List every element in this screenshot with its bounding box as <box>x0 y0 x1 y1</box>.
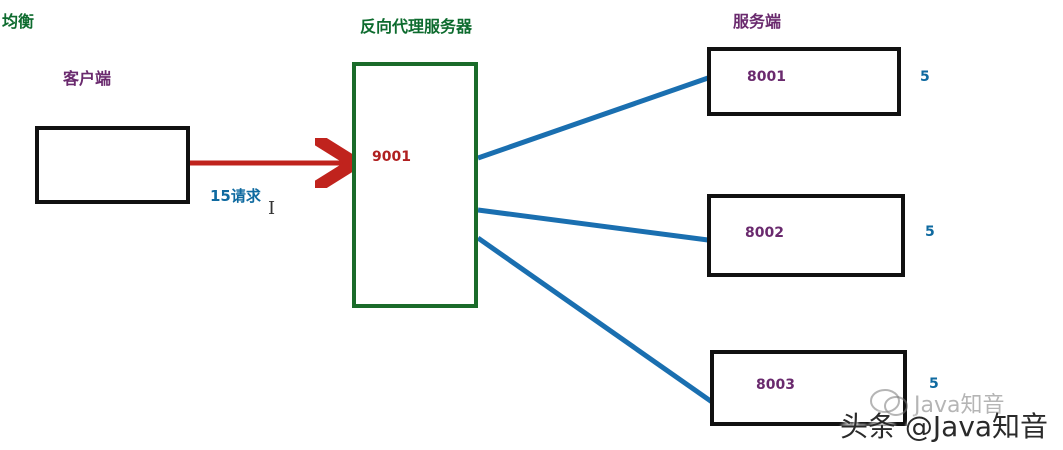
link-to-server-3 <box>476 235 714 405</box>
server-box-1 <box>707 47 901 116</box>
client-label: 客户端 <box>63 69 112 88</box>
watermark-big: 头条 @Java知音 <box>840 410 1049 443</box>
balance-label: 均衡 <box>2 12 35 31</box>
proxy-label: 反向代理服务器 <box>360 17 473 36</box>
server-3-port-label: 8003 <box>756 377 795 393</box>
wechat-icon <box>870 389 908 416</box>
text-cursor-icon: Ⅰ <box>268 198 276 219</box>
request-label: 15请求 <box>210 187 261 205</box>
client-box <box>35 126 190 204</box>
server-box-3 <box>710 350 907 426</box>
server-1-port-label: 8001 <box>747 69 786 85</box>
link-to-server-1 <box>477 75 709 161</box>
watermark-small: Java知音 <box>914 393 1005 418</box>
server-3-count: 5 <box>929 376 939 392</box>
servers-label: 服务端 <box>733 12 782 31</box>
server-2-count: 5 <box>925 224 935 240</box>
proxy-port-label: 9001 <box>372 149 411 165</box>
server-2-port-label: 8002 <box>745 225 784 241</box>
link-to-server-2 <box>477 207 709 243</box>
server-box-2 <box>707 194 905 277</box>
server-1-count: 5 <box>920 69 930 85</box>
proxy-server-box <box>352 62 478 308</box>
